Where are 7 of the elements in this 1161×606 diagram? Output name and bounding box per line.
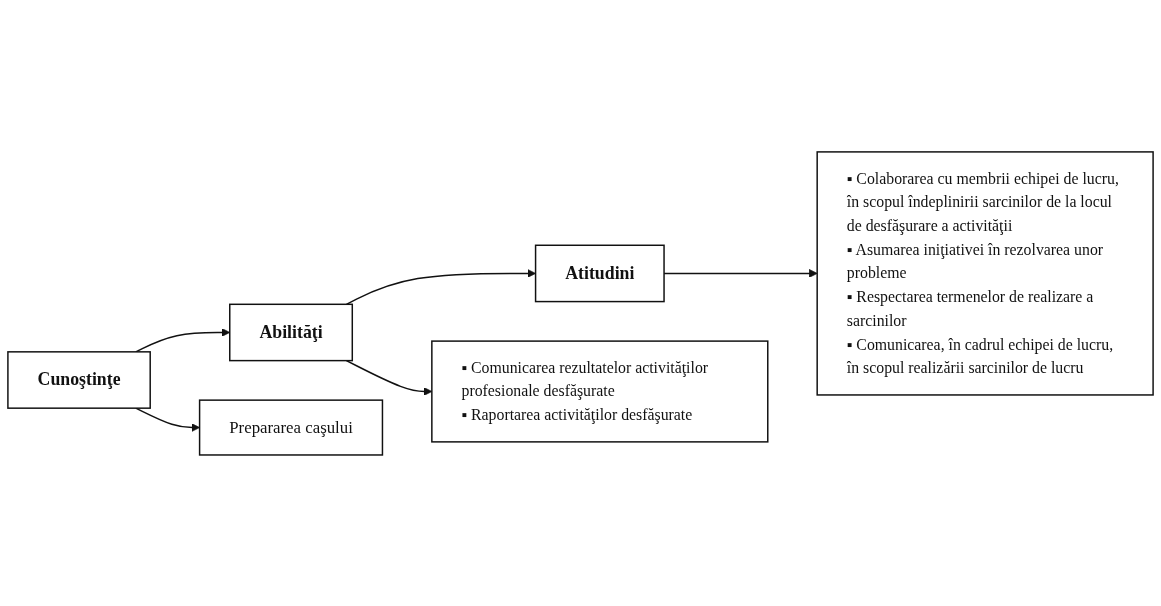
node-box: Atitudini	[534, 244, 665, 302]
node-box: Prepararea caşului	[198, 398, 384, 456]
node-box: Abilităţi	[229, 303, 354, 361]
node-box: ▪ Colaborarea cu membrii echipei de lucru, în scopul îndeplinirii sarcinilor de la locul de desfăşurare a activităţii ▪ Asumarea iniţiativei în rezolvarea unor probleme ▪ Respectarea termenelor de realizare a sarcinilor ▪ Comunicarea, în cadrul echipei de lucru, în scopul realizării sarcinilor de lucru	[816, 150, 1154, 396]
node-box: Cunoştinţe	[7, 350, 151, 409]
node-box: ▪ Comunicarea rezultatelor activităţilor profesionale desfăşurate ▪ Raportarea activităţilor desfăşurate	[431, 339, 769, 443]
arrow	[135, 407, 200, 432]
